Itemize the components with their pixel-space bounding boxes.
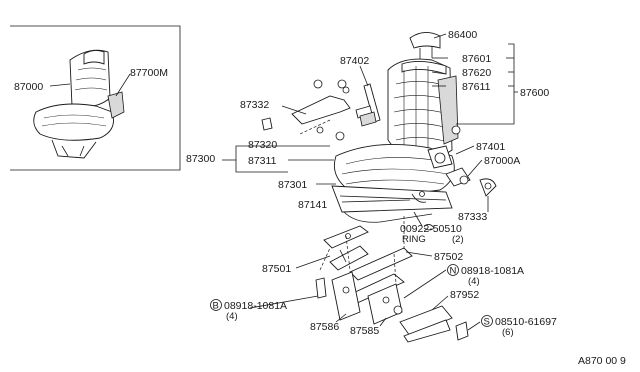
inset-seat-illustration (33, 49, 125, 159)
label-87586: 87586 (310, 321, 339, 333)
headrest (409, 32, 441, 49)
inset-border (10, 25, 181, 171)
seat-illustration (261, 32, 497, 231)
label-87320: 87320 (248, 139, 277, 151)
label-b-bolt: 08918-1081A (224, 300, 287, 312)
label-87332: 87332 (240, 99, 269, 111)
bracket-87586 (331, 271, 361, 321)
label-87502: 87502 (434, 251, 463, 263)
label-n-marker: N (450, 266, 457, 277)
label-ring-word: RING (402, 234, 426, 245)
label-86400: 86400 (448, 29, 477, 41)
label-87601: 87601 (462, 53, 491, 65)
label-87000a: 87000A (484, 155, 520, 167)
label-87141: 87141 (298, 199, 327, 211)
part-labels: 86400 87601 87620 87611 87600 87402 8733… (186, 29, 626, 367)
label-s-qty: (6) (502, 327, 514, 338)
label-s-marker: S (484, 317, 490, 328)
leader-lines (222, 33, 518, 331)
rail-87502 (349, 247, 413, 281)
inset-panel: 87000 87700M (10, 25, 181, 171)
label-87402: 87402 (340, 55, 369, 67)
label-ring-part-number: 00922-50510 (400, 223, 462, 235)
recline-knob (451, 125, 461, 135)
label-87600: 87600 (520, 87, 549, 99)
label-b-qty: (4) (226, 311, 238, 322)
label-n-qty: (4) (468, 276, 480, 287)
bolt (315, 277, 327, 299)
clip-87320 (261, 117, 273, 131)
label-n-bolt: 08918-1081A (461, 265, 524, 277)
nut (393, 305, 403, 315)
label-s-screw: 08510-61697 (495, 316, 557, 328)
ring-icon (423, 224, 435, 231)
page-code: A870 00 9 (578, 355, 626, 367)
label-87301: 87301 (278, 179, 307, 191)
bracket-87585 (367, 283, 403, 325)
wire-87141 (411, 193, 427, 203)
label-87311: 87311 (248, 155, 277, 167)
label-87401: 87401 (476, 141, 505, 153)
label-87501: 87501 (262, 263, 291, 275)
n-marker-icon (447, 264, 459, 276)
b-marker-icon (210, 299, 222, 311)
label-87333: 87333 (458, 211, 487, 223)
label-87585: 87585 (350, 325, 379, 337)
rails-illustration (299, 119, 469, 343)
label-ring-qty: (2) (452, 234, 464, 245)
s-marker-icon (481, 315, 493, 327)
label-87000: 87000 (14, 81, 43, 93)
label-b-marker: B (213, 301, 219, 312)
label-87952: 87952 (450, 289, 479, 301)
bracket-87332 (291, 95, 351, 125)
label-87300: 87300 (186, 153, 215, 165)
screw (455, 321, 469, 341)
label-87611: 87611 (462, 81, 491, 93)
cover-87952 (399, 305, 453, 337)
label-87700m: 87700M (130, 67, 168, 79)
label-87620: 87620 (462, 67, 491, 79)
